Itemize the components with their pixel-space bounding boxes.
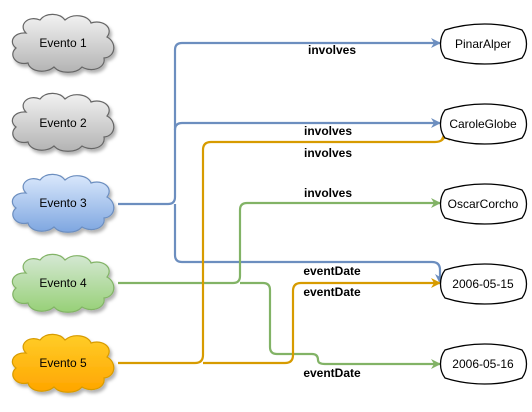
target-node-2006-05-16[interactable] [439,343,528,385]
event-label: Evento 3 [39,196,87,210]
edge-label-e5-caroleglobe: involves [304,146,352,160]
edge-e5-caroleglobe [118,131,450,365]
edge-e3-date15 [173,204,445,284]
target-label: 2006-05-16 [452,357,514,371]
target-label: CaroleGlobe [449,117,517,131]
target-node-pinaralper[interactable] [439,23,528,65]
target-label: PinarAlper [455,37,511,51]
edge-e4-date16 [240,281,441,369]
edge-e3-caroleglobe [173,118,441,131]
edge-label-e3-date15: eventDate [303,264,361,278]
target-label: 2006-05-15 [452,277,514,291]
edge-label-e4-date16: eventDate [303,366,361,380]
event-label: Evento 2 [39,116,87,130]
target-label: OscarCorcho [448,197,519,211]
event-label: Evento 4 [39,276,87,290]
edge-e5-date15 [203,278,441,365]
edge-label-e4-oscarcorcho: involves [304,186,352,200]
target-node-caroleglobe[interactable] [439,103,528,145]
edge-label-e3-caroleglobe: involves [304,124,352,138]
edge-label-e3-pinaralper: involves [308,43,356,57]
event-label: Evento 5 [39,356,87,370]
edge-label-e5-date15: eventDate [303,285,361,299]
edge-e4-oscarcorcho [118,198,441,285]
target-node-2006-05-15[interactable] [439,263,528,305]
edge-e3-pinaralper [118,38,441,206]
target-node-oscarcorcho[interactable] [439,183,528,225]
event-label: Evento 1 [39,36,87,50]
